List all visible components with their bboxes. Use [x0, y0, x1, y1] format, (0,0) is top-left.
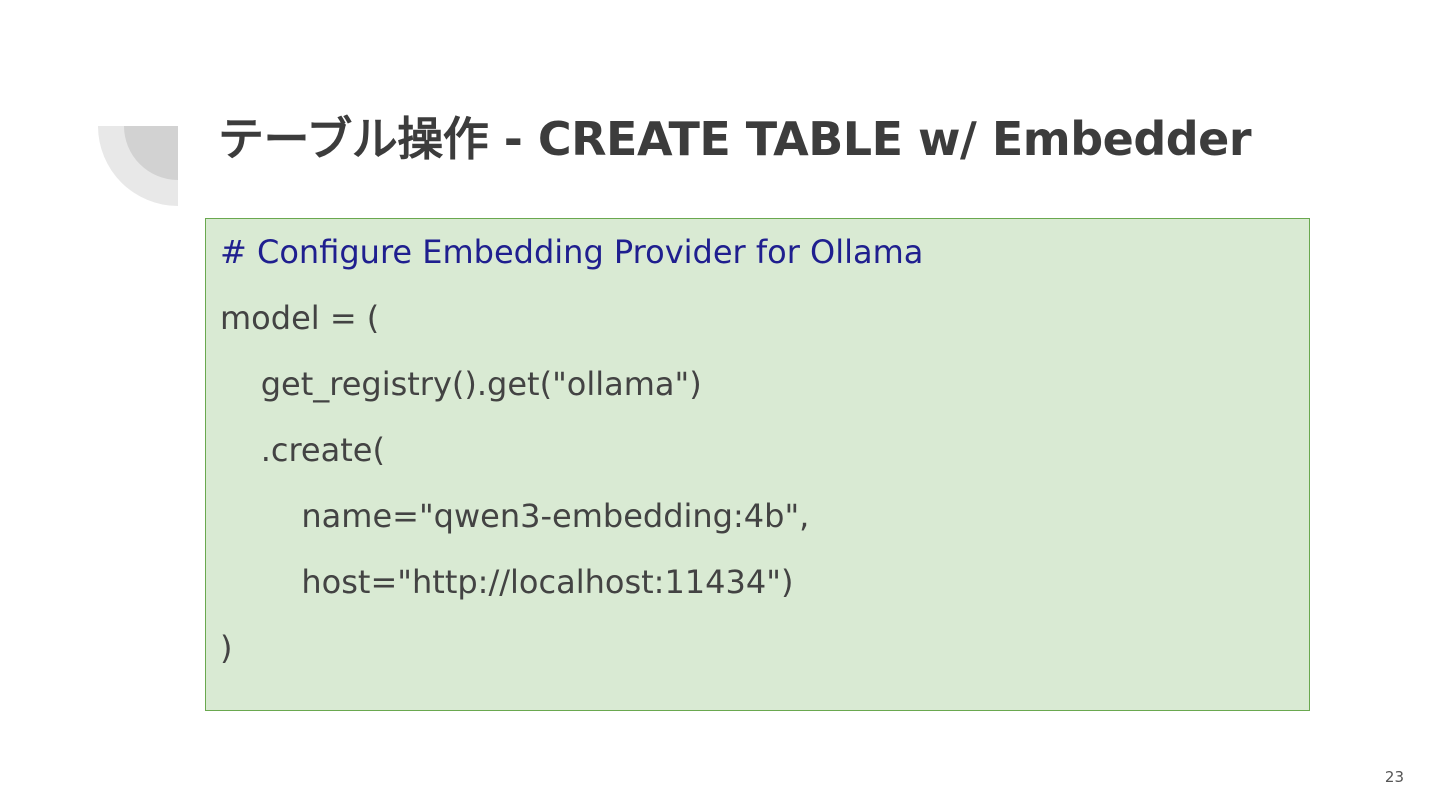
code-comment-line: # Configure Embedding Provider for Ollam… [220, 233, 924, 271]
corner-decoration-icon [98, 126, 178, 206]
code-line: get_registry().get("ollama") [220, 365, 702, 403]
code-line: ) [220, 629, 233, 667]
code-line: model = ( [220, 299, 380, 337]
slide-title: テーブル操作 - CREATE TABLE w/ Embedder [218, 112, 1252, 166]
code-line: name="qwen3-embedding:4b", [220, 497, 810, 535]
code-block: # Configure Embedding Provider for Ollam… [205, 218, 1310, 711]
code-line: .create( [220, 431, 385, 469]
page-number: 23 [1384, 768, 1404, 786]
code-line: host="http://localhost:11434") [220, 563, 794, 601]
